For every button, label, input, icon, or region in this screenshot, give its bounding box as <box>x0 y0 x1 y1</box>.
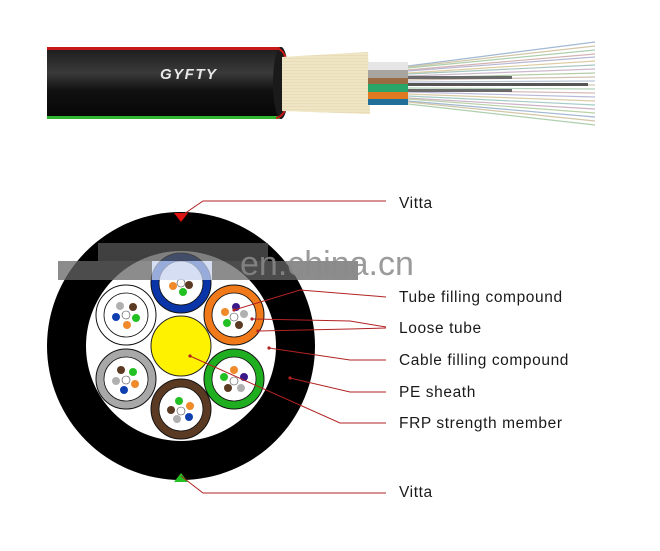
loose-tube-green <box>203 348 265 410</box>
label-tube-filling-compound: Tube filling compound <box>399 289 563 306</box>
watermark-band <box>58 243 358 280</box>
watermark-text: en.china.cn <box>240 245 414 283</box>
loose-tube-brown <box>150 378 212 440</box>
green-vitta-stripe <box>47 116 281 119</box>
red-vitta-stripe <box>47 47 281 50</box>
label-vitta-bottom: Vitta <box>399 484 433 501</box>
vitta-top-marker <box>174 213 188 222</box>
label-frp-strength-member: FRP strength member <box>399 415 563 432</box>
leader-vitta-bottom <box>180 475 386 494</box>
label-pe-sheath: PE sheath <box>399 384 476 401</box>
leader-loose-tube <box>257 327 387 332</box>
leader-vitta-top <box>180 200 386 217</box>
leader-lines <box>180 200 387 494</box>
leader-frp <box>189 355 386 424</box>
cable-brand-text: GYFTY <box>160 66 218 83</box>
leader-loose-tube-a <box>251 318 387 328</box>
vitta-bottom-marker <box>174 473 188 482</box>
leader-tube-filling <box>233 289 387 311</box>
leader-cable-filling <box>268 347 386 361</box>
central-member-ends <box>408 76 588 92</box>
leader-dots <box>188 308 292 380</box>
loose-tube-white <box>95 284 157 346</box>
loose-tubes-bundle <box>368 62 408 105</box>
loose-tube-orange <box>203 284 265 346</box>
label-loose-tube: Loose tube <box>399 320 482 337</box>
label-cable-filling-compound: Cable filling compound <box>399 352 570 369</box>
outer-jacket <box>47 47 291 119</box>
aramid-yarn <box>282 52 370 114</box>
leader-pe-sheath <box>289 377 386 393</box>
loose-tube-gray <box>95 348 157 410</box>
label-vitta-top: Vitta <box>399 195 433 212</box>
frp-strength-member-core <box>150 315 212 377</box>
